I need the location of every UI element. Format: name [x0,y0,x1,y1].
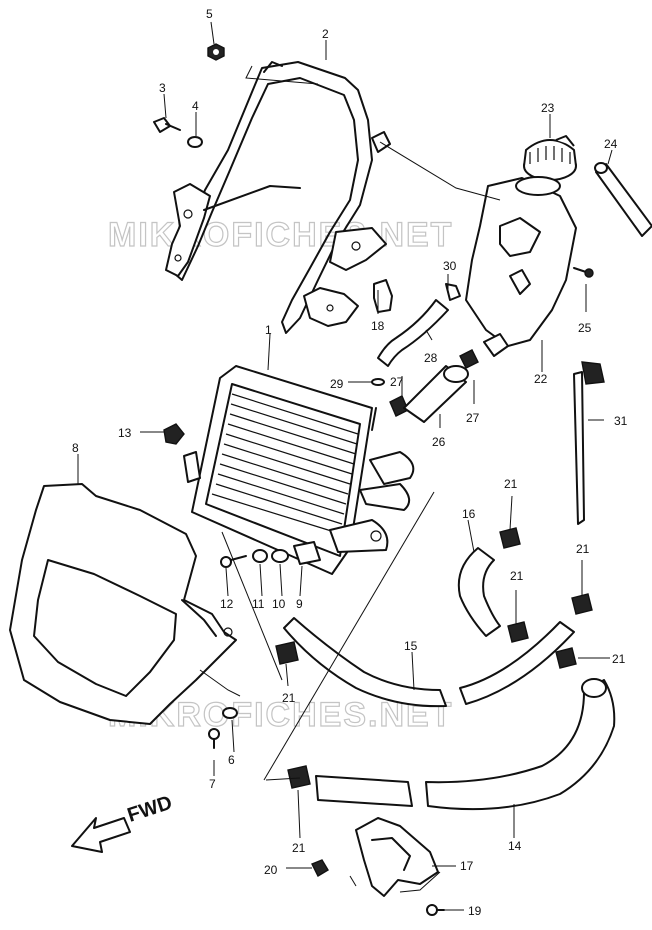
callout-9: 9 [296,597,303,611]
callout-11: 11 [252,597,265,611]
watermark-top: MIKROFICHES.NET [108,216,453,254]
hose-holder-17 [355,817,439,897]
bushing-10 [271,549,289,563]
callout-20: 20 [264,863,278,877]
callout-29: 29 [330,377,344,391]
screw-25 [573,267,594,278]
callout-30: 30 [443,259,457,273]
callout-21-top: 21 [504,477,518,491]
callout-4: 4 [192,99,199,113]
callout-14: 14 [508,839,522,853]
callout-26: 26 [432,435,446,449]
clip-18 [373,279,393,313]
bolt-19 [426,904,445,916]
callout-leaders [77,21,613,911]
callout-1: 1 [265,323,272,337]
callout-13: 13 [118,426,132,440]
reservoir-tank [465,176,577,357]
washer-11 [252,549,268,563]
reservoir-hose [377,299,449,367]
callout-31: 31 [614,414,628,428]
callout-10: 10 [272,597,286,611]
washer-4 [187,136,203,148]
callout-17: 17 [460,859,474,873]
forward-arrow-icon [71,817,131,853]
guide-lines [199,65,501,893]
callout-21-bottom: 21 [292,841,306,855]
callout-5: 5 [206,7,213,21]
bolt-7 [208,728,220,749]
overflow-hose [594,162,652,237]
nut-5 [207,43,225,61]
callout-24: 24 [604,137,618,151]
callout-8: 8 [72,441,79,455]
callout-21-right-upper: 21 [576,542,590,556]
callout-23: 23 [541,101,555,115]
radiator-bracket [165,61,391,334]
callout-22: 22 [534,372,548,386]
callout-21-right-lower: 21 [612,652,626,666]
callout-28: 28 [424,351,438,365]
callout-27-lower: 27 [466,411,480,425]
callout-2: 2 [322,27,329,41]
callout-27-upper: 27 [390,375,404,389]
callout-16: 16 [462,507,476,521]
nut-20 [311,859,329,877]
radiator-core [183,365,415,575]
callout-15: 15 [404,639,418,653]
callout-12: 12 [220,597,234,611]
callout-25: 25 [578,321,592,335]
reservoir-cap [523,135,577,181]
hose-15 [283,617,575,708]
callout-19: 19 [468,904,482,918]
callout-3: 3 [159,81,166,95]
forward-label: FWD [125,792,175,827]
strap-31 [573,361,605,525]
hose-14 [315,678,616,811]
filler-hose [403,365,469,423]
clip-29 [371,378,385,386]
washer-6 [222,707,238,719]
forward-direction-indicator: FWD [71,792,175,853]
bolt-3 [153,117,181,133]
callout-6: 6 [228,753,235,767]
callout-21-left: 21 [282,691,296,705]
callout-21-mid: 21 [510,569,524,583]
clamp-27-upper [459,349,479,369]
clamp-30 [445,283,461,301]
grommet-13 [163,423,185,445]
callout-18: 18 [371,319,385,333]
callout-7: 7 [209,777,216,791]
collar-9 [293,541,321,565]
hose-16 [457,547,501,637]
radiator-shroud [9,483,237,725]
hose-clamps [275,527,593,789]
callouts: 5 2 3 4 23 24 30 25 18 1 28 22 29 27 27 … [72,7,628,918]
